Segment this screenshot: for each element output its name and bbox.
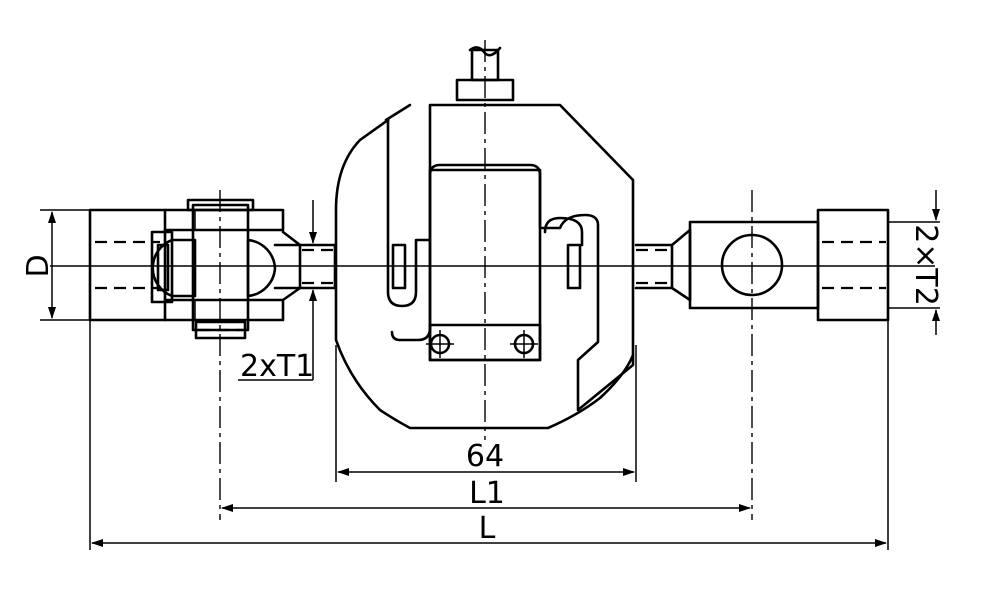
pin-span-dimension: L1 (221, 476, 751, 512)
body-width-label: 64 (466, 439, 504, 474)
left-pin-bolt (186, 190, 255, 520)
left-rod-end (88, 208, 285, 322)
left-clevis-section (150, 209, 302, 321)
s-beam-load-cell (334, 40, 635, 440)
right-threaded-rod (634, 228, 692, 302)
diameter-dimension: D (21, 209, 90, 321)
overall-length-dimension: L (89, 320, 889, 550)
overall-length-label: L (479, 511, 496, 546)
body-width-dimension: 64 (335, 345, 637, 482)
pin-span-label: L1 (469, 476, 505, 511)
thread-left-label: 2xT1 (240, 349, 314, 384)
thread-right-dimension: 2×T2 (888, 190, 943, 335)
thread-left-dimension: 2xT1 (238, 200, 317, 384)
diameter-label: D (21, 254, 56, 277)
thread-right-label: 2×T2 (908, 224, 943, 306)
right-rod-end (688, 190, 890, 520)
